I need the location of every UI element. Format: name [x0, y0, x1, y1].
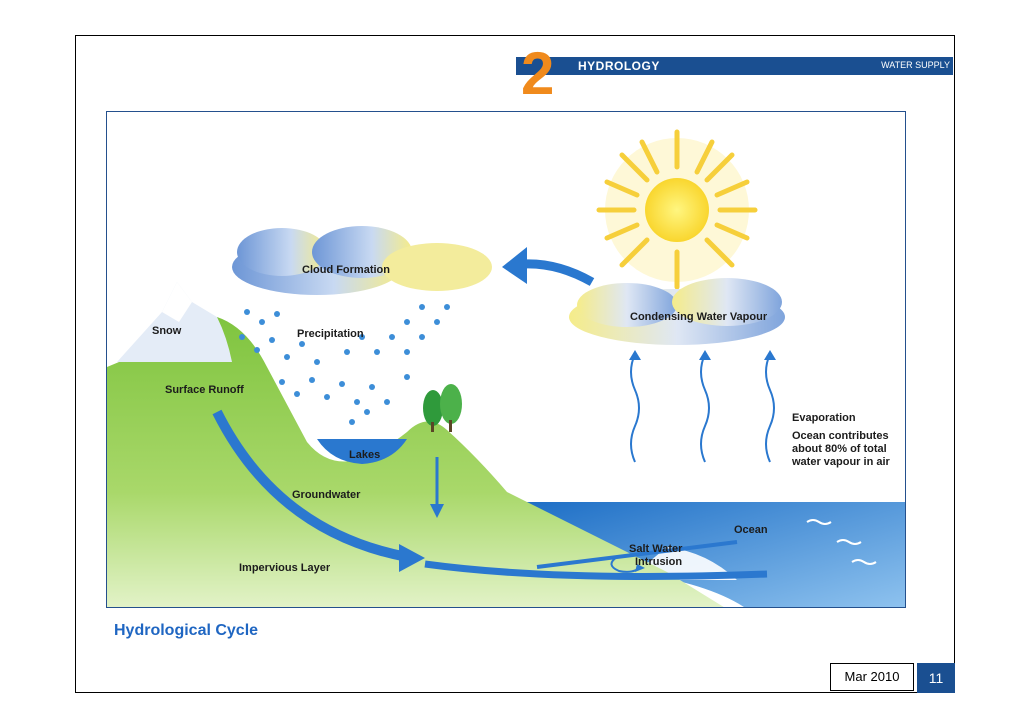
label-lakes: Lakes	[349, 449, 380, 461]
label-ocean-note-3: water vapour in air	[791, 456, 891, 468]
label-surface-runoff: Surface Runoff	[165, 384, 244, 396]
label-salt-water-2: Intrusion	[635, 556, 682, 568]
label-groundwater: Groundwater	[292, 489, 361, 501]
header-bar	[516, 57, 953, 75]
land-area	[107, 317, 724, 607]
label-ocean: Ocean	[734, 524, 768, 536]
section-number: 2	[521, 40, 555, 107]
label-impervious-layer: Impervious Layer	[239, 562, 331, 574]
label-snow: Snow	[152, 325, 182, 337]
label-condensing-water-vapour: Condensing Water Vapour	[630, 311, 768, 323]
diagram-illustration: Cloud Formation Precipitation Snow Surfa…	[107, 129, 905, 607]
sun-icon	[596, 129, 758, 290]
label-cloud-formation: Cloud Formation	[302, 264, 390, 276]
label-salt-water-1: Salt Water	[629, 543, 683, 555]
label-evaporation: Evaporation	[792, 412, 856, 424]
vapour-transport-arrow	[521, 259, 595, 286]
hydrological-cycle-diagram: Cloud Formation Precipitation Snow Surfa…	[106, 111, 906, 608]
condensing-cloud	[569, 278, 785, 345]
rain-drops	[239, 304, 450, 425]
label-ocean-note-2: about 80% of total	[792, 443, 887, 455]
groundwater-arrow	[212, 409, 408, 562]
footer-date: Mar 2010	[830, 663, 914, 691]
infiltration-arrow	[430, 504, 444, 518]
snow-cap	[117, 282, 232, 362]
figure-caption: Hydrological Cycle	[114, 622, 259, 639]
page-number: 11	[917, 663, 955, 693]
tree-1	[423, 390, 443, 426]
evaporation-arrows	[630, 353, 775, 463]
lake	[317, 439, 407, 464]
section-title: HYDROLOGY	[578, 59, 660, 73]
label-precipitation: Precipitation	[297, 328, 364, 340]
label-ocean-note-1: Ocean contributes	[792, 430, 889, 442]
cloud-formation	[232, 226, 492, 295]
section-subtitle: WATER SUPPLY	[881, 60, 950, 70]
ocean-area	[527, 502, 905, 607]
tree-2	[440, 384, 462, 424]
